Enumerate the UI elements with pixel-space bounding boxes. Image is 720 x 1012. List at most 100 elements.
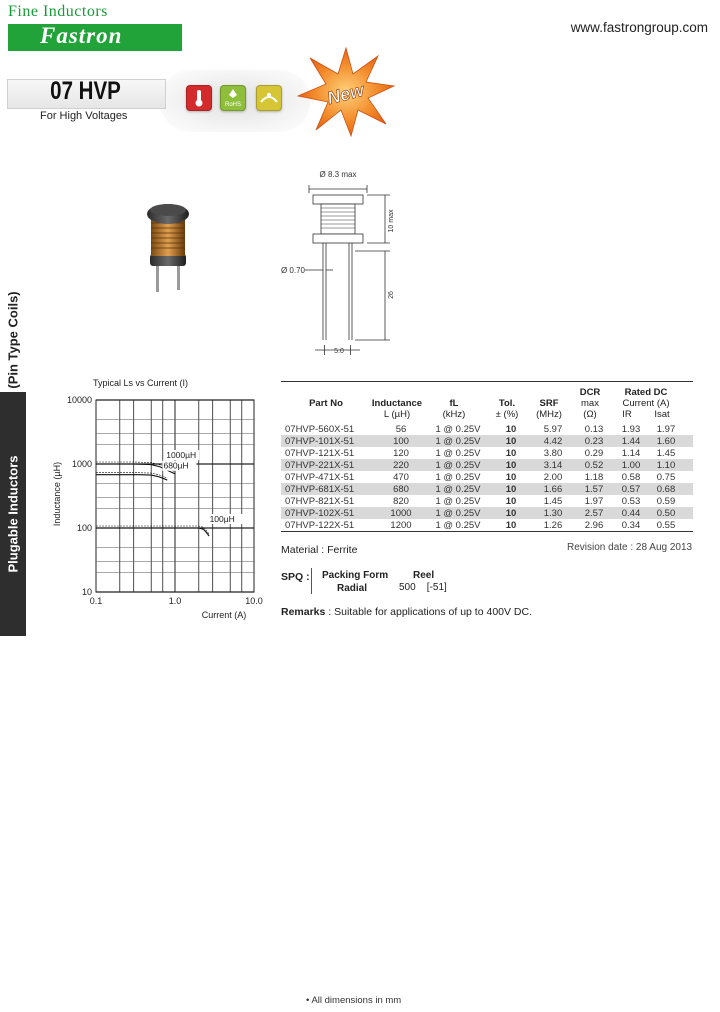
tol-cell: 10 xyxy=(505,507,517,519)
sidebar-category xyxy=(0,392,26,636)
y-tick-label: 100 xyxy=(77,523,92,533)
pin-diameter-label: Ø 0.70 xyxy=(281,266,306,275)
ir-cell: 1.44 xyxy=(621,435,641,447)
part-no-cell: 07HVP-471X-51 xyxy=(285,471,355,483)
tol-cell: 10 xyxy=(505,471,517,483)
model-name: 07 HVP xyxy=(50,77,121,105)
fl-cell: 1 @ 0.25V xyxy=(435,459,481,471)
tol-cell: 10 xyxy=(505,495,517,507)
lead-length-label: 26 xyxy=(388,291,395,299)
series-line-secondary xyxy=(96,525,210,535)
inductance-cell: 56 xyxy=(395,423,407,435)
srf-cell: 4.42 xyxy=(543,435,563,447)
product-subtitle: For High Voltages xyxy=(40,110,128,122)
sidebar-category-label: Plugable Inductors xyxy=(5,455,21,573)
dimension-drawing: Ø 8.3 max 10 max Ø 0.70 26 5.0 xyxy=(281,170,395,355)
temperature-badge-icon xyxy=(186,85,212,111)
ir-cell: 0.34 xyxy=(621,519,641,531)
height-label: 10 max xyxy=(388,209,395,232)
fastron-logo xyxy=(8,24,182,51)
inductance-cell: 220 xyxy=(393,459,409,471)
y-tick-label: 1000 xyxy=(72,459,92,469)
dcr-cell: 0.23 xyxy=(584,435,604,447)
y-tick-label: 10 xyxy=(82,587,92,597)
srf-cell: 1.66 xyxy=(543,483,563,495)
rohs-badge-icon: RoHS xyxy=(220,85,246,111)
model-box xyxy=(7,79,166,109)
diameter-label: Ø 8.3 max xyxy=(320,170,357,179)
srf-cell: 3.14 xyxy=(543,459,563,471)
spq-packing-header: Packing Form xyxy=(322,570,389,581)
dcr-cell: 1.97 xyxy=(584,495,604,507)
part-no-cell: 07HVP-102X-51 xyxy=(285,507,355,519)
part-no-cell: 07HVP-681X-51 xyxy=(285,483,355,495)
isat-cell: 1.45 xyxy=(656,447,676,459)
dimensions-footnote: • All dimensions in mm xyxy=(306,995,402,1006)
inductance-cell: 100 xyxy=(393,435,409,447)
header-tol: Tol.± (%) xyxy=(495,398,519,420)
series-label: 100µH xyxy=(210,514,235,524)
x-axis-label: Current (A) xyxy=(202,610,247,620)
series-label-bg xyxy=(165,450,200,460)
ir-cell: 1.00 xyxy=(621,459,641,471)
fl-cell: 1 @ 0.25V xyxy=(435,435,481,447)
chart-title: Typical Ls vs Current (I) xyxy=(93,378,188,388)
header-part-no: Part No xyxy=(309,398,343,409)
pitch-label: 5.0 xyxy=(334,348,344,355)
srf-cell: 1.26 xyxy=(543,519,563,531)
fl-cell: 1 @ 0.25V xyxy=(435,495,481,507)
y-tick-label: 10000 xyxy=(67,395,92,405)
series-label-bg xyxy=(208,514,243,524)
srf-cell: 5.97 xyxy=(543,423,563,435)
inductance-vs-current-chart: Typical Ls vs Current (I) 1000µH680µH100… xyxy=(52,378,263,620)
ir-cell: 0.44 xyxy=(621,507,641,519)
part-no-cell: 07HVP-221X-51 xyxy=(285,459,355,471)
inductance-cell: 1200 xyxy=(390,519,412,531)
header-fl: fL(kHz) xyxy=(442,398,466,420)
part-no-cell: 07HVP-560X-51 xyxy=(285,423,355,435)
series-line-secondary xyxy=(96,472,168,479)
series-line xyxy=(96,474,168,481)
isat-cell: 1.10 xyxy=(656,459,676,471)
tol-cell: 10 xyxy=(505,423,517,435)
fl-cell: 1 @ 0.25V xyxy=(435,423,481,435)
x-tick-label: 0.1 xyxy=(90,596,103,606)
rohs-badge-label: RoHS xyxy=(224,102,241,108)
ir-cell: 0.53 xyxy=(621,495,641,507)
tol-cell: 10 xyxy=(505,447,517,459)
x-tick-label: 10.0 xyxy=(245,596,263,606)
inductor-photo xyxy=(147,204,189,292)
fl-cell: 1 @ 0.25V xyxy=(435,483,481,495)
part-no-cell: 07HVP-101X-51 xyxy=(285,435,355,447)
spq-reel-header: Reel xyxy=(413,570,435,581)
dcr-cell: 2.57 xyxy=(584,507,604,519)
srf-cell: 1.30 xyxy=(543,507,563,519)
new-starburst-icon: New xyxy=(296,46,396,138)
inductance-cell: 470 xyxy=(393,471,409,483)
isat-cell: 0.55 xyxy=(656,519,676,531)
spq-label: SPQ : xyxy=(281,571,310,583)
reach-badge-icon xyxy=(256,85,282,111)
srf-cell: 1.45 xyxy=(543,495,563,507)
series-line xyxy=(96,463,176,475)
spq-reel-value: 500 [-51] xyxy=(399,582,447,593)
website-url[interactable]: www.fastrongroup.com xyxy=(570,20,708,35)
chart-grid xyxy=(95,399,255,593)
inductance-cell: 820 xyxy=(393,495,409,507)
part-no-cell: 07HVP-821X-51 xyxy=(285,495,355,507)
part-no-cell: 07HVP-122X-51 xyxy=(285,519,355,531)
series-label: 680µH xyxy=(163,461,188,471)
inductance-cell: 1000 xyxy=(390,507,412,519)
